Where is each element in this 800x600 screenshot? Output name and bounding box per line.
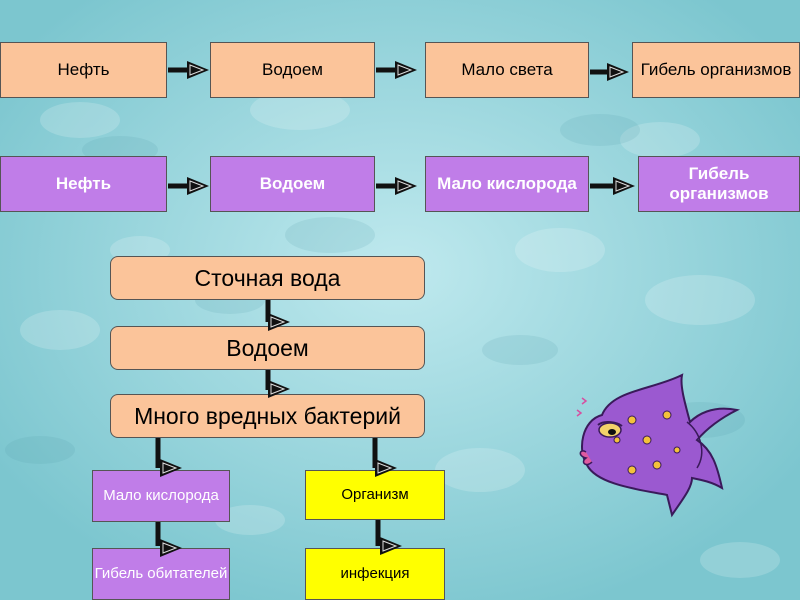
row2-little-oxygen: Мало кислорода [425,156,589,212]
row2-reservoir: Водоем [210,156,375,212]
death-inhabitants-box: Гибель обитателей [92,548,230,600]
row1-oil: Нефть [0,42,167,98]
row1-death-organisms: Гибель организмов [632,42,800,98]
bacteria-box: Много вредных бактерий [110,394,425,438]
reservoir-box: Водоем [110,326,425,370]
purple-fish-icon [576,373,741,518]
row1-reservoir: Водоем [210,42,375,98]
low-oxygen-box: Мало кислорода [92,470,230,522]
wastewater-box: Сточная вода [110,256,425,300]
row1-little-light: Мало света [425,42,589,98]
row2-oil: Нефть [0,156,167,212]
infection-box: инфекция [305,548,445,600]
